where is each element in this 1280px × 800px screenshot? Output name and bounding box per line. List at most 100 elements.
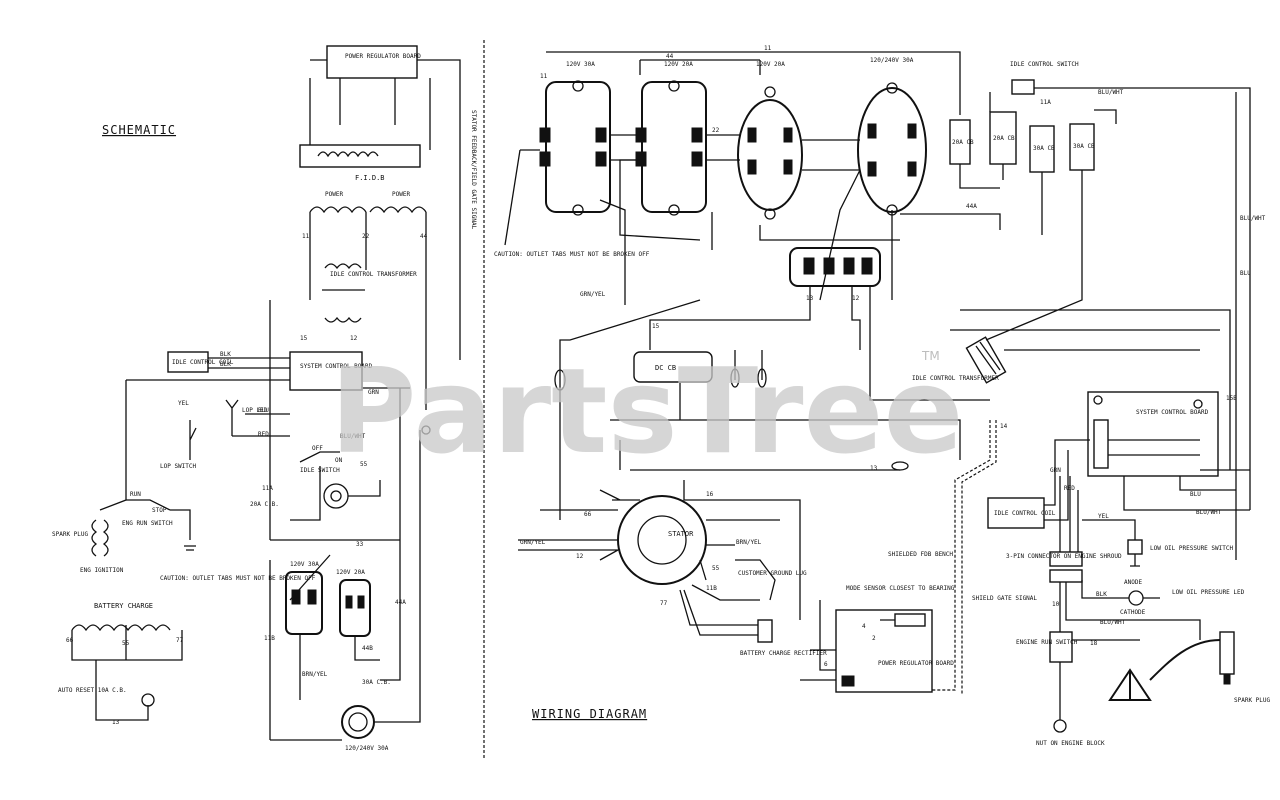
- wiring-receptacle-c: 120V 20A: [737, 61, 803, 220]
- schematic-system-control-board: SYSTEM CONTROL BOARD: [289, 351, 373, 391]
- svg-text:SYSTEM CONTROL BOARD: SYSTEM CONTROL BOARD: [1136, 409, 1209, 416]
- svg-text:44: 44: [666, 53, 674, 60]
- svg-text:ANODE: ANODE: [1124, 579, 1142, 586]
- wiring-shielded-fdb-label: SHIELDED FDB BENCH: [888, 551, 953, 558]
- svg-text:IDLE CONTROL TRANSFORMER: IDLE CONTROL TRANSFORMER: [330, 271, 417, 278]
- svg-text:GRN/YEL: GRN/YEL: [520, 539, 546, 546]
- svg-text:IDLE CONTROL TRANSFORMER: IDLE CONTROL TRANSFORMER: [912, 375, 999, 382]
- svg-text:MODE SENSOR CLOSEST TO BEARING: MODE SENSOR CLOSEST TO BEARING: [846, 585, 955, 592]
- svg-text:6: 6: [824, 661, 828, 668]
- wiring-nut-on-engine-block: NUT ON ENGINE BLOCK: [1036, 719, 1105, 747]
- svg-text:10: 10: [1052, 601, 1060, 608]
- wiring-mode-sensor: MODE SENSOR CLOSEST TO BEARING: [846, 585, 955, 627]
- svg-text:15B: 15B: [1226, 395, 1237, 402]
- svg-text:BLK: BLK: [220, 361, 231, 368]
- svg-text:RED: RED: [258, 431, 269, 438]
- svg-text:LOP LED: LOP LED: [242, 407, 268, 414]
- svg-text:POWER: POWER: [325, 191, 343, 198]
- wiring-dc-cb: DC CB: [633, 351, 713, 383]
- svg-text:ON: ON: [335, 457, 343, 464]
- svg-text:12: 12: [852, 295, 860, 302]
- svg-text:15: 15: [652, 323, 660, 330]
- schematic-power-windings: POWER POWER: [309, 191, 427, 360]
- svg-text:POWER: POWER: [392, 191, 410, 198]
- wiring-section: 120V 30A 120V 20A 120V 20A: [494, 45, 1271, 747]
- wiring-circuit-breaker-1: 20A CB: [949, 119, 974, 165]
- svg-text:GRN/YEL: GRN/YEL: [580, 291, 606, 298]
- svg-text:POWER REGULATOR BOARD: POWER REGULATOR BOARD: [878, 660, 954, 667]
- schematic-title: SCHEMATIC: [102, 123, 176, 137]
- wiring-circuit-breaker-2: 20A CB: [989, 111, 1017, 165]
- schematic-eng-run-switch: RUN STOP ENG RUN SWITCH: [122, 491, 196, 551]
- svg-text:44B: 44B: [362, 645, 373, 652]
- svg-text:12: 12: [350, 335, 358, 342]
- svg-text:BLU/WHT: BLU/WHT: [1196, 509, 1222, 516]
- svg-text:STOP: STOP: [152, 507, 167, 514]
- svg-text:55: 55: [360, 461, 368, 468]
- svg-text:2: 2: [872, 635, 876, 642]
- svg-text:30A CB: 30A CB: [1033, 145, 1055, 152]
- schematic-battery-charge: BATTERY CHARGE: [71, 602, 183, 661]
- svg-text:BLK: BLK: [220, 351, 231, 358]
- svg-text:22: 22: [362, 233, 370, 240]
- svg-text:POWER REGULATOR BOARD: POWER REGULATOR BOARD: [345, 53, 421, 60]
- svg-text:BRN/YEL: BRN/YEL: [302, 671, 328, 678]
- svg-text:AUTO RESET 10A C.B.: AUTO RESET 10A C.B.: [58, 687, 127, 694]
- wiring-circuit-breaker-4: 30A CB: [1069, 123, 1095, 171]
- wiring-3-pin-connector: 3-PIN CONNECTOR ON ENGINE SHROUD: [1006, 551, 1122, 583]
- svg-text:16: 16: [706, 491, 714, 498]
- wiring-idle-control-transformer: IDLE CONTROL TRANSFORMER: [912, 336, 1007, 384]
- svg-text:77: 77: [176, 637, 184, 644]
- svg-text:SPARK PLUG: SPARK PLUG: [52, 531, 89, 538]
- svg-text:66: 66: [584, 511, 592, 518]
- svg-text:IDLE CONTROL COIL: IDLE CONTROL COIL: [172, 359, 234, 366]
- svg-text:SPARK PLUG: SPARK PLUG: [1234, 697, 1271, 704]
- schematic-idle-control-transformer: IDLE CONTROL TRANSFORMER: [322, 263, 417, 323]
- svg-text:GRN: GRN: [368, 389, 379, 396]
- watermark: PartsTree: [330, 342, 964, 480]
- svg-text:BLU: BLU: [258, 407, 269, 414]
- svg-text:BLU/WHT: BLU/WHT: [1240, 215, 1266, 222]
- svg-text:44A: 44A: [395, 599, 406, 606]
- schematic-power-regulator-board: POWER REGULATOR BOARD: [326, 45, 421, 79]
- schematic-eng-ignition: SPARK PLUG ENG IGNITION: [52, 519, 124, 574]
- svg-text:BLK: BLK: [1096, 591, 1107, 598]
- svg-text:BLU/WHT: BLU/WHT: [1098, 89, 1124, 96]
- svg-text:44A: 44A: [966, 203, 977, 210]
- svg-text:22: 22: [712, 127, 720, 134]
- svg-text:11: 11: [540, 73, 548, 80]
- wiring-low-oil-switch: LOW OIL PRESSURE SWITCH: [1127, 539, 1233, 555]
- wiring-customer-ground-lug: CUSTOMER GROUND LUG: [735, 559, 807, 601]
- svg-text:IDLE CONTROL SWITCH: IDLE CONTROL SWITCH: [1010, 61, 1079, 68]
- svg-text:11: 11: [302, 233, 310, 240]
- svg-text:4: 4: [862, 623, 866, 630]
- svg-text:ENG IGNITION: ENG IGNITION: [80, 567, 124, 574]
- svg-text:11: 11: [764, 45, 772, 52]
- svg-text:CUSTOMER GROUND LUG: CUSTOMER GROUND LUG: [738, 570, 807, 577]
- wiring-idle-control-switch: IDLE CONTROL SWITCH BLU/WHT: [1010, 61, 1251, 510]
- svg-text:44: 44: [420, 233, 428, 240]
- svg-text:13: 13: [870, 465, 878, 472]
- watermark-trademark: TM: [921, 349, 940, 363]
- svg-text:120/240V 30A: 120/240V 30A: [870, 57, 914, 64]
- svg-text:15: 15: [300, 335, 308, 342]
- svg-text:CATHODE: CATHODE: [1120, 609, 1146, 616]
- schematic-caution-note: CAUTION: OUTLET TABS MUST NOT BE BROKEN …: [160, 575, 316, 582]
- svg-text:YEL: YEL: [1098, 513, 1109, 520]
- svg-text:20A CB: 20A CB: [993, 135, 1015, 142]
- wiring-shield-gate-label: SHIELD GATE SIGNAL: [972, 595, 1037, 602]
- svg-text:ENG RUN SWITCH: ENG RUN SWITCH: [122, 520, 173, 527]
- wiring-caution-note: CAUTION: OUTLET TABS MUST NOT BE BROKEN …: [494, 251, 650, 258]
- schematic-12v-receptacle: [323, 483, 349, 509]
- svg-text:NUT ON ENGINE BLOCK: NUT ON ENGINE BLOCK: [1036, 740, 1105, 747]
- svg-text:120V 30A: 120V 30A: [290, 561, 319, 568]
- svg-text:120V 20A: 120V 20A: [664, 61, 693, 68]
- svg-text:DC CB: DC CB: [655, 364, 676, 372]
- svg-text:30A C.B.: 30A C.B.: [362, 679, 391, 686]
- svg-text:F.I.D.B: F.I.D.B: [355, 174, 385, 182]
- wiring-system-control-board: SYSTEM CONTROL BOARD: [1087, 391, 1219, 477]
- svg-text:18: 18: [1090, 640, 1098, 647]
- svg-text:120/240V 30A: 120/240V 30A: [345, 745, 389, 752]
